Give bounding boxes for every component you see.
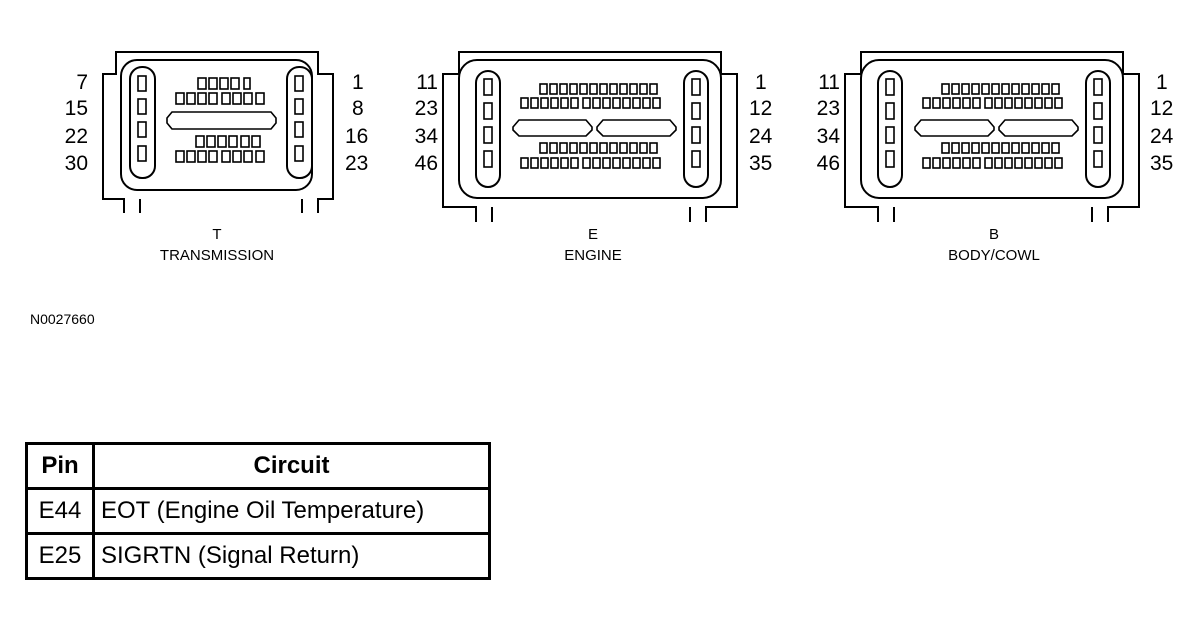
connector-body-cowl	[844, 51, 1140, 222]
pin-number: 12	[1150, 97, 1173, 120]
connector-label: TRANSMISSION	[160, 247, 274, 264]
connector-label: ENGINE	[564, 247, 622, 264]
pin-number: 11	[818, 71, 840, 94]
table-header-row: Pin Circuit	[25, 442, 491, 490]
side-cavities	[885, 78, 1103, 168]
pin-number: 23	[817, 97, 840, 120]
connector-diagram: 7 15 22 30 1 8 16 23 T TRANSMISSION	[65, 51, 1174, 264]
figure-id: N0027660	[30, 311, 95, 327]
pin-number: 11	[416, 71, 438, 94]
pin-number: 1	[352, 71, 364, 94]
pin-number: 34	[415, 125, 439, 148]
pin-numbers-right-transmission: 1 8 16 23	[345, 71, 368, 175]
connector-housing	[442, 51, 738, 222]
pin-number: 35	[1150, 152, 1173, 175]
pin-cell: E25	[25, 532, 95, 580]
header-circuit: Circuit	[92, 442, 491, 490]
pin-numbers-right-body-cowl: 1 12 24 35	[1150, 71, 1174, 175]
pin-number: 8	[352, 97, 364, 120]
pin-number: 1	[1156, 71, 1168, 94]
pin-number: 24	[1150, 125, 1174, 148]
center-cavities	[512, 83, 677, 169]
pin-number: 46	[817, 152, 840, 175]
connector-letter: E	[588, 226, 598, 243]
header-pin: Pin	[25, 442, 95, 490]
pin-cell: E44	[25, 487, 95, 535]
pin-numbers-left-engine: 11 23 34 46	[415, 71, 439, 175]
connector-letter: T	[212, 226, 221, 243]
connector-engine	[442, 51, 738, 222]
side-cavities	[137, 75, 304, 162]
connector-face	[458, 59, 722, 199]
center-cavities	[166, 77, 277, 163]
side-cavities	[483, 78, 701, 168]
pin-number: 35	[749, 152, 772, 175]
circuit-cell: SIGRTN (Signal Return)	[92, 532, 491, 580]
connector-housing	[844, 51, 1140, 222]
pin-number: 24	[749, 125, 773, 148]
center-cavities	[914, 83, 1079, 169]
pin-number: 1	[755, 71, 767, 94]
table-row: E44 EOT (Engine Oil Temperature)	[25, 487, 491, 535]
table-row: E25 SIGRTN (Signal Return)	[25, 532, 491, 580]
pin-number: 34	[817, 125, 841, 148]
pin-numbers-right-engine: 1 12 24 35	[749, 71, 773, 175]
pin-number: 12	[749, 97, 772, 120]
pin-circuit-table: Pin Circuit E44 EOT (Engine Oil Temperat…	[25, 442, 491, 580]
pin-number: 22	[65, 125, 88, 148]
pin-number: 23	[345, 152, 368, 175]
pin-number: 16	[345, 125, 368, 148]
pin-number: 15	[65, 97, 88, 120]
pin-number: 7	[76, 71, 88, 94]
connector-letter: B	[989, 226, 999, 243]
connector-transmission	[102, 51, 334, 213]
pin-number: 23	[415, 97, 438, 120]
connector-housing	[102, 51, 334, 213]
connector-label: BODY/COWL	[948, 247, 1040, 264]
circuit-cell: EOT (Engine Oil Temperature)	[92, 487, 491, 535]
pin-number: 30	[65, 152, 88, 175]
pin-number: 46	[415, 152, 438, 175]
pin-numbers-left-body-cowl: 11 23 34 46	[817, 71, 841, 175]
connector-face	[860, 59, 1124, 199]
pin-numbers-left-transmission: 7 15 22 30	[65, 71, 88, 175]
